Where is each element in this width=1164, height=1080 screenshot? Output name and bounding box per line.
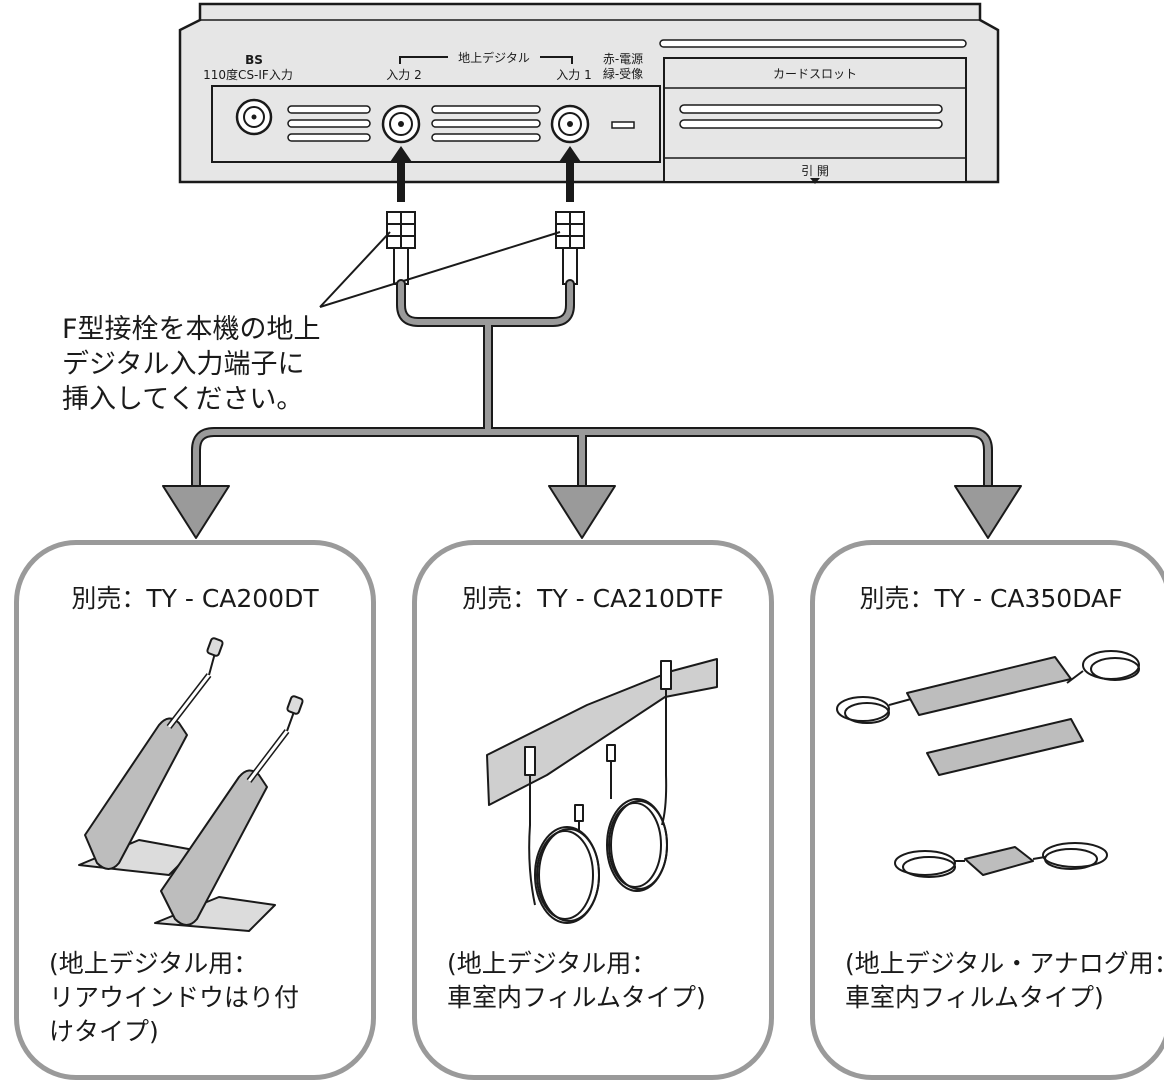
pull-open-label: 引 開 (801, 164, 829, 178)
input1-label: 入力 1 (556, 68, 591, 82)
product-card-ca350daf: 別売：TY - CA350DAF (地上デジタル・アナログ用： 車室内フィル (810, 540, 1164, 1080)
product-description-line: (地上デジタル用： (49, 949, 259, 978)
product-title: 別売：TY - CA350DAF (859, 584, 1123, 613)
down-arrow-icon (954, 485, 1022, 539)
instruction-line: 挿入してください。 (62, 384, 304, 415)
bs-sub-label: 110度CS-IF入力 (203, 67, 293, 82)
down-arrow-icon (162, 485, 230, 539)
insert-arrow-icon (559, 146, 581, 202)
product-description-line: リアウインドウはり付 (49, 983, 300, 1012)
product-description-line: 車室内フィルムタイプ) (845, 983, 1104, 1012)
tuner-unit (178, 2, 1000, 184)
bs-label: BS (245, 53, 263, 67)
product-description-line: 車室内フィルムタイプ) (447, 983, 706, 1012)
power-indicator-label: 赤-電源 (603, 52, 643, 66)
terrestrial-bracket (399, 56, 573, 64)
rear-window-antenna-illustration-icon (78, 637, 304, 932)
product-description-line: (地上デジタル用： (447, 949, 657, 978)
product-title: 別売：TY - CA210DTF (462, 584, 724, 613)
product-description: (地上デジタル・アナログ用： 車室内フィルムタイプ) (845, 947, 1164, 1015)
callout-lines (319, 231, 561, 308)
f-connector-plug-icon (555, 211, 585, 285)
instruction-note: F型接栓を本機の地上 デジタル入力端子に 挿入してください。 (62, 312, 362, 417)
instruction-line: デジタル入力端子に (62, 349, 305, 380)
f-connector-plug-icon (386, 211, 416, 285)
terrestrial-input-1-connector (550, 104, 590, 144)
instruction-line: F型接栓を本機の地上 (62, 314, 321, 345)
product-card-ca210dtf: 別売：TY - CA210DTF (地上デジタル用： (412, 540, 774, 1080)
film-antenna-amplifier-illustration-icon (836, 650, 1140, 878)
antenna-cable (191, 279, 993, 493)
down-arrow-icon (548, 485, 616, 539)
bs-input-connector (235, 98, 273, 136)
product-card-ca200dt: 別売：TY - CA200DT (地上デジタル用： リアウインドウはり付 けタイ… (14, 540, 376, 1080)
terrestrial-input-2-connector (381, 104, 421, 144)
pull-open-arrow-icon (810, 178, 820, 184)
insert-arrow-icon (390, 146, 412, 202)
input2-label: 入力 2 (386, 68, 421, 82)
film-antenna-illustration-icon (486, 658, 718, 924)
product-description-line: (地上デジタル・アナログ用： (845, 949, 1164, 978)
terrestrial-group-label: 地上デジタル (458, 50, 530, 65)
receive-indicator-label: 緑-受像 (603, 66, 643, 81)
product-description: (地上デジタル用： 車室内フィルムタイプ) (447, 947, 706, 1015)
product-title: 別売：TY - CA200DT (71, 584, 319, 613)
diagram-canvas: BS 110度CS-IF入力 地上デジタル 入力 2 入力 1 赤-電源 緑-受… (162, 2, 1022, 539)
product-description-line: けタイプ) (49, 1017, 159, 1046)
card-slot-label: カードスロット (773, 67, 857, 81)
product-description: (地上デジタル用： リアウインドウはり付 けタイプ) (49, 947, 299, 1049)
